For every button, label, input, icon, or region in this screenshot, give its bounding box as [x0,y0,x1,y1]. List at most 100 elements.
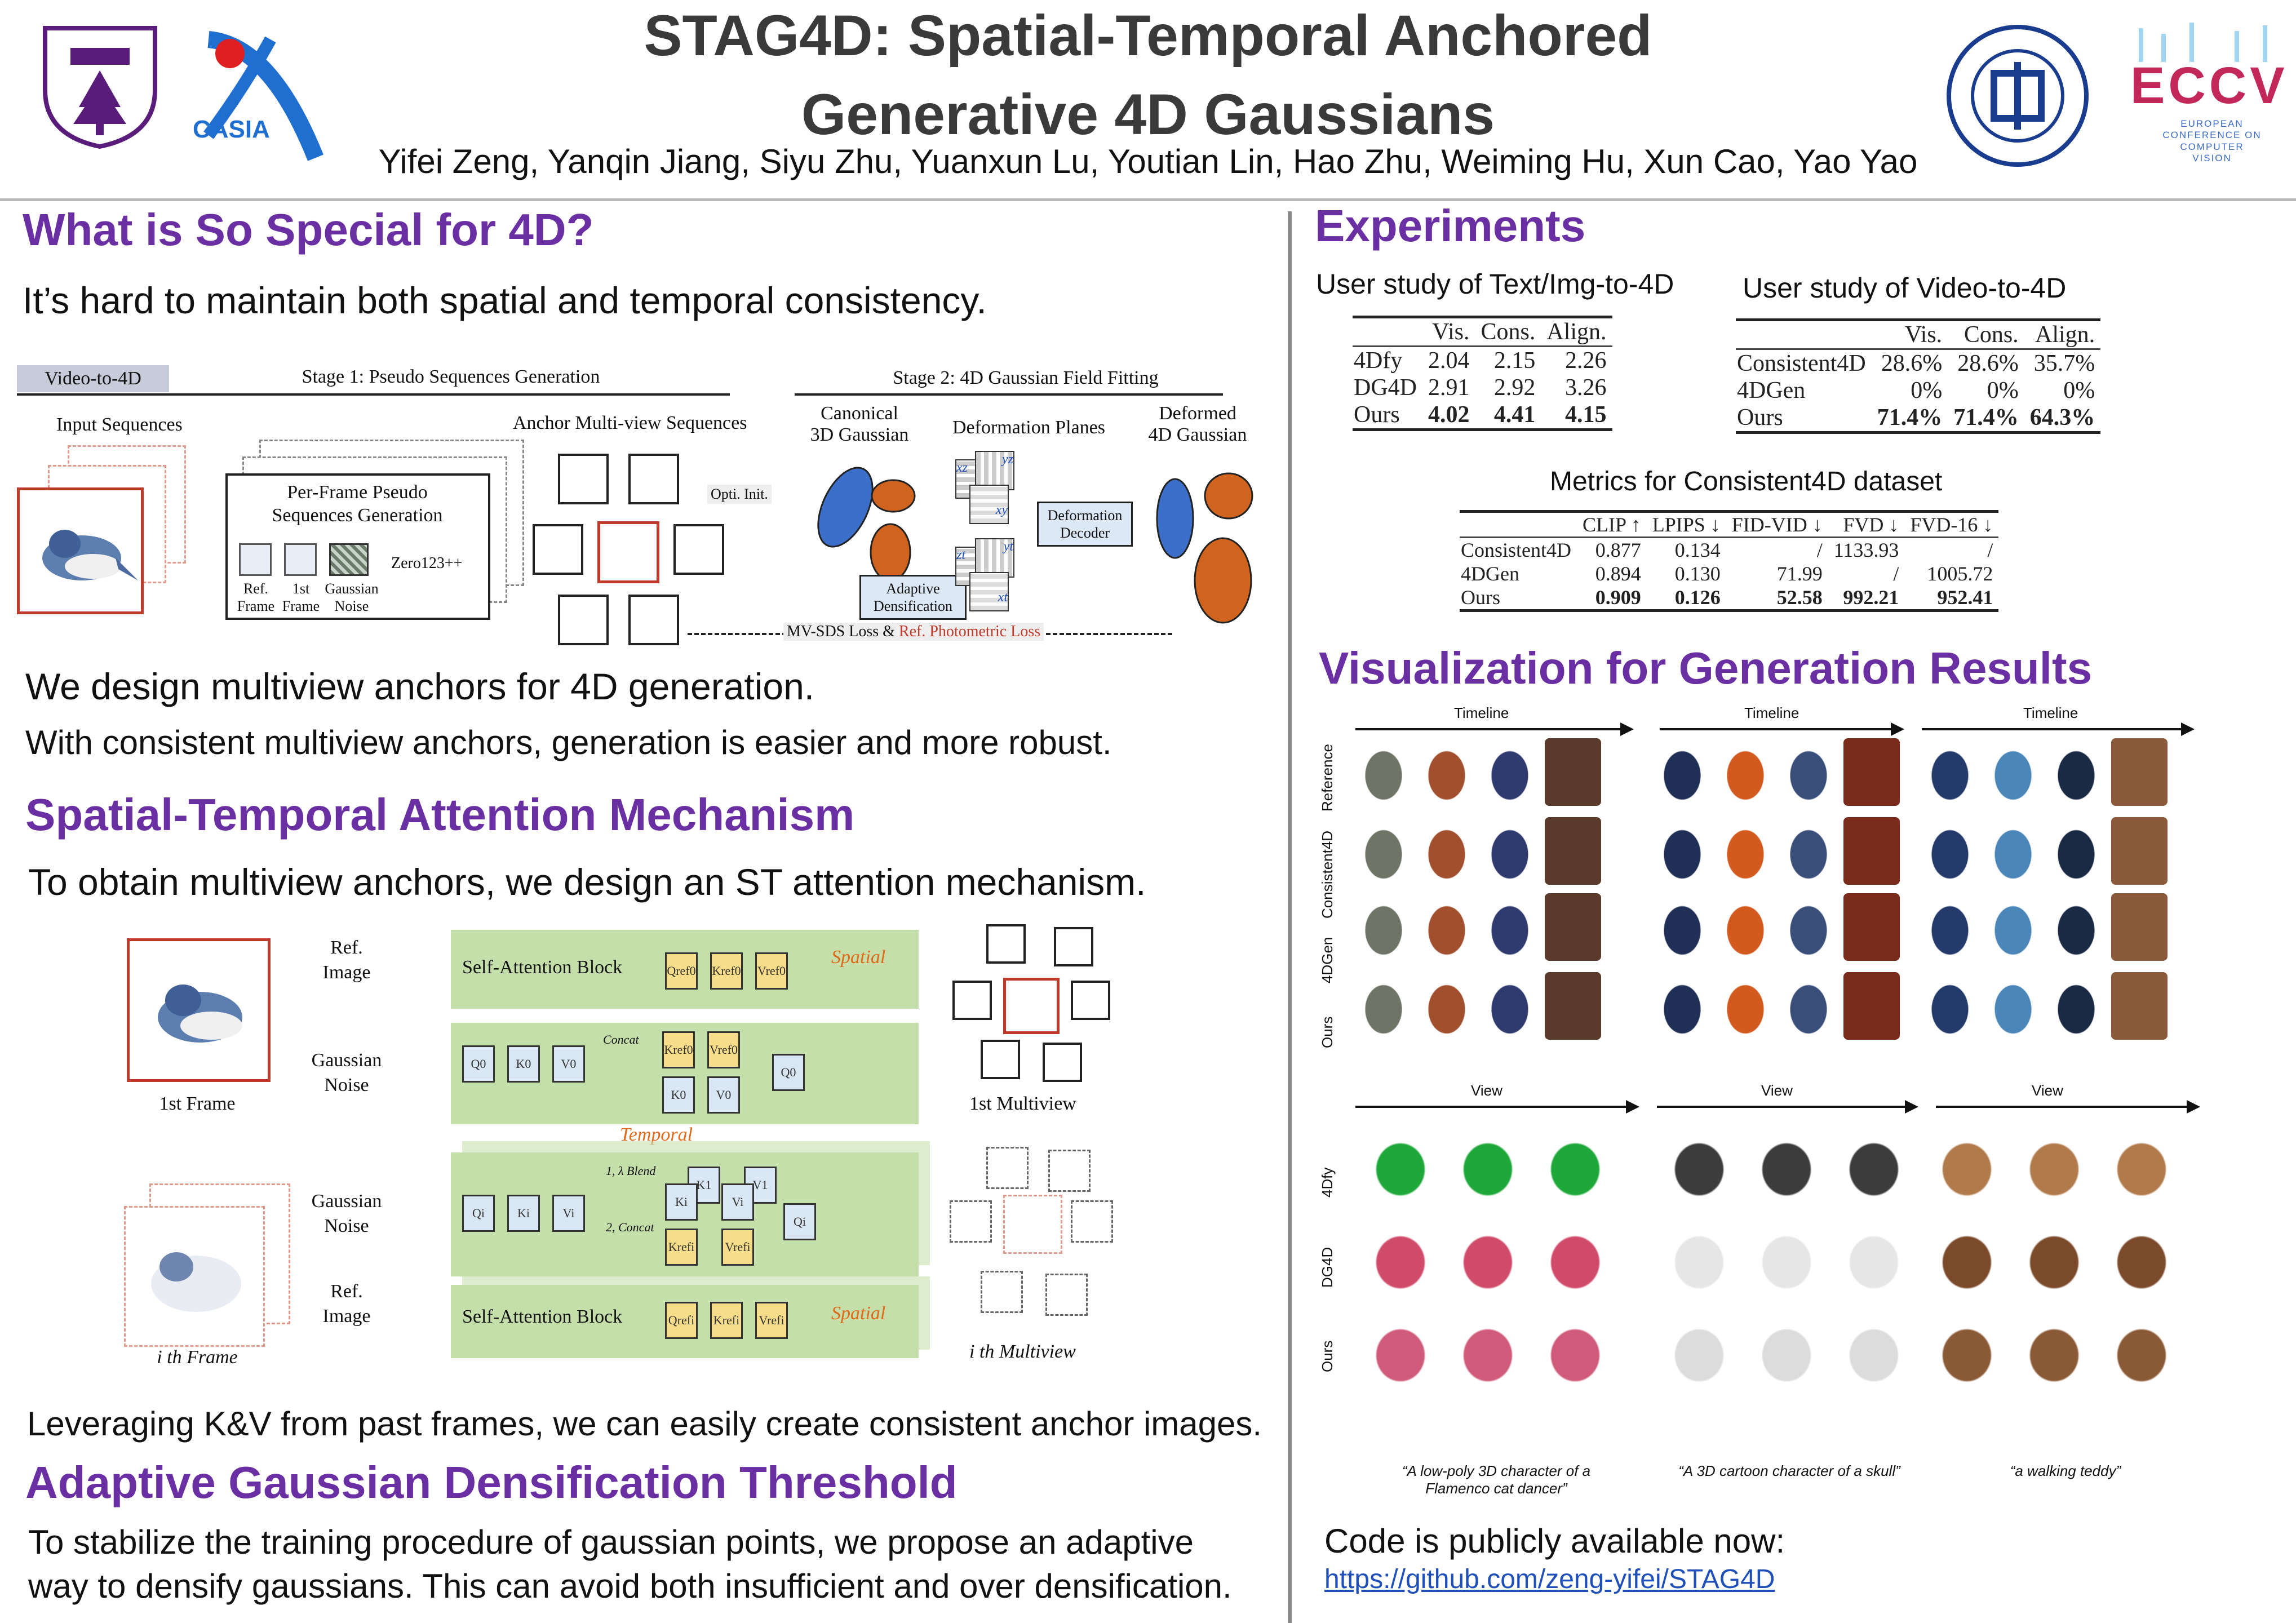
mv-thumb-ref [1003,978,1060,1034]
code-link[interactable]: https://github.com/zeng-yifei/STAG4D [1324,1564,1775,1594]
q-refi-cube: Qrefi [665,1302,698,1339]
result-render [1361,1220,1440,1305]
anchor-thumb [558,595,609,645]
concat2-label: 2, Concat [606,1220,654,1234]
loss-label: MV-SDS Loss & Ref. Photometric Loss [783,623,1044,641]
section-text-robust: With consistent multiview anchors, gener… [25,724,1112,761]
self-attention-label-bottom: Self-Attention Block [462,1306,623,1327]
table-cell: 2.26 [1565,348,1607,374]
result-render [1780,738,1837,806]
result-render [1843,817,1900,885]
adaptive-densification-box: Adaptive Densification [859,575,967,620]
view-label: View [1471,1082,1502,1099]
per-frame-box: Per-Frame Pseudo Sequences Generation Re… [225,473,490,620]
spatial-label-bottom: Spatial [831,1303,886,1324]
table-cell: 52.58 [1776,586,1823,609]
result-render [1419,817,1475,885]
table-cell: Ours [1354,402,1400,428]
noise-thumb [329,543,369,576]
result-render [1780,817,1837,885]
result-render [1717,817,1774,885]
result-render [1922,893,1978,961]
result-render [1536,1127,1615,1212]
table-cell: 2.04 [1428,348,1470,374]
mv-thumb-dashed [981,1271,1023,1313]
table-cell: Consistent4D [1737,351,1866,376]
poster-authors: Yifei Zeng, Yanqin Jiang, Siyu Zhu, Yuan… [378,143,1918,180]
section-text-anchors: We design multiview anchors for 4D gener… [25,666,815,707]
gaussian-noise-label: Gaussian Noise [325,580,379,615]
timeline-label: Timeline [1744,704,1799,721]
header-divider [0,198,2296,201]
row-label-ours-bottom: Ours [1319,1340,1336,1372]
loss-label-b: Ref. Photometric Loss [898,623,1041,640]
k-refi-cube: Krefi [665,1229,698,1266]
caption-skull: “A 3D cartoon character of a skull” [1678,1462,1900,1479]
caption-flamenco-cat: “A low-poly 3D character of a Flamenco c… [1402,1462,1591,1497]
stage2-bar [795,393,1223,396]
mv-thumb-dashed [1048,1150,1091,1192]
result-render [1843,738,1900,806]
code-availability-text: Code is publicly available now: [1324,1522,1785,1560]
result-render [2111,893,2168,961]
table-cell: 4.41 [1493,402,1536,428]
table-header-cell: Vis. [1904,322,1943,348]
row-label-consistent4d: Consistent4D [1319,830,1336,919]
result-render [1834,1127,1913,1212]
anchor-thumb [628,454,679,504]
per-frame-label: Per-Frame Pseudo Sequences Generation [272,482,443,526]
mv-thumb [952,981,992,1020]
table3-caption: Metrics for Consistent4D dataset [1550,467,1943,496]
table-cell: DG4D [1354,375,1417,401]
result-render [2015,1220,2094,1305]
result-render [2048,972,2104,1040]
v0-cube-2: V0 [707,1076,740,1114]
table-cell: 0% [1911,378,1943,403]
table-cell: 4Dfy [1354,348,1403,374]
result-render [1482,817,1538,885]
table-cell: / [1893,562,1899,585]
result-render [2111,817,2168,885]
table-cell: 64.3% [2029,405,2095,431]
mv-thumb [1071,981,1110,1020]
mv-thumb [1054,927,1093,966]
result-render [1654,738,1710,806]
view-arrow [1936,1106,2187,1108]
table-header-cell: FVD-16 ↓ [1910,513,1993,536]
eccv-logo-sub: EUROPEAN CONFERENCE ON COMPUTER VISION [2162,118,2262,164]
result-render [1545,817,1601,885]
canonical-gaussians [817,467,916,582]
table-cell: / [1816,539,1823,561]
v-refi-cube: Vrefi [721,1229,754,1266]
deform-planes-label: Deformation Planes [952,417,1105,438]
table-cell: 2.92 [1493,375,1536,401]
caption-teddy: “a walking teddy” [2010,1462,2121,1479]
view-label: View [2032,1082,2063,1099]
ki-cube: Ki [507,1195,540,1232]
ith-frame-image [124,1206,265,1347]
ith-frame-caption: i th Frame [157,1347,238,1368]
result-render [2102,1127,2181,1212]
view-arrow [1657,1106,1905,1108]
v-ref0-cube: Vref0 [755,952,788,990]
anchor-thumb [628,595,679,645]
table-header-cell [1736,320,1872,349]
table-header-cell: Align. [2035,322,2095,348]
anchor-thumb [673,524,724,575]
result-render [1448,1127,1527,1212]
table-cell: 71.99 [1776,562,1823,585]
table-cell: 4DGen [1461,562,1519,585]
table-cell: 3.26 [1565,375,1607,401]
poster-title-line1: STAG4D: Spatial-Temporal Anchored [644,3,1652,68]
table-header-cell: Cons. [1481,319,1536,345]
casia-logo: CASIA [186,23,333,163]
self-attention-label-top: Self-Attention Block [462,957,623,978]
section-text-densify-1: To stabilize the training procedure of g… [28,1523,1194,1561]
ref-image-label-bottom: Ref. Image [322,1281,371,1327]
table-header-cell [1353,317,1422,347]
result-render [1536,1220,1615,1305]
result-render [1985,817,2041,885]
table-cell: 0.134 [1674,539,1721,561]
row-label-reference: Reference [1319,744,1336,812]
